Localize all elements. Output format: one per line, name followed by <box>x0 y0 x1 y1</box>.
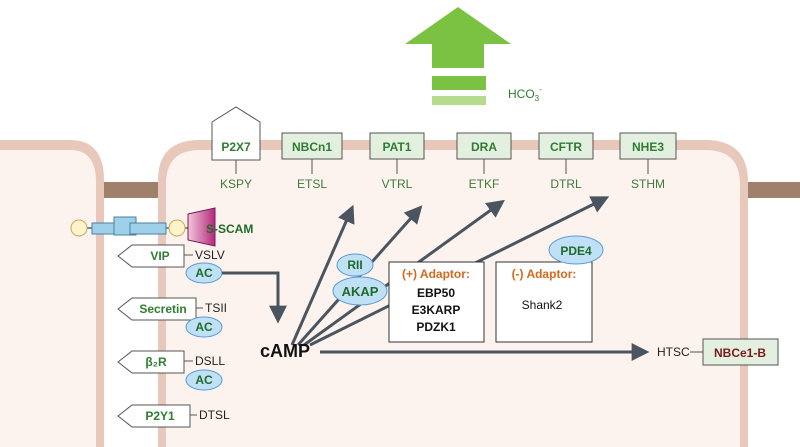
receptor-name: VIP <box>150 249 169 263</box>
receptor-name: Secretin <box>139 302 186 316</box>
nbce1-label: NBCe1-B <box>714 346 766 360</box>
ac-label: AC <box>195 266 213 280</box>
negative-adaptor-box: (-) Adaptor: Shank2 <box>495 261 593 343</box>
adaptor-item: Shank2 <box>522 298 563 312</box>
receptor-motif: DTSL <box>199 408 230 422</box>
transporter-motif: DTRL <box>550 177 582 191</box>
nbce1-motif: HTSC <box>657 345 690 359</box>
transporter-p2x7: P2X7 KSPY <box>211 106 261 191</box>
nbce1-box <box>702 338 779 366</box>
receptor-secretin: Secretin TSII AC <box>117 297 227 338</box>
transporter-name: DRA <box>471 140 497 154</box>
secretion-bar-2 <box>432 96 486 105</box>
transporter-motif: VTRL <box>382 177 413 191</box>
ac-to-camp-arrow <box>222 271 287 324</box>
adaptor-item: EBP50 <box>417 286 455 300</box>
adaptor-item: PDZK1 <box>416 320 456 334</box>
motif-ticks <box>235 159 649 174</box>
transporter-motif: KSPY <box>220 177 252 191</box>
s-scam-label: S-SCAM <box>206 222 253 236</box>
positive-adaptor-title: (+) Adaptor: <box>402 267 470 281</box>
pde4-ellipse <box>548 235 604 265</box>
receptor-motif: DSLL <box>195 354 225 368</box>
rii-ellipse <box>336 253 374 277</box>
junction-circle-left <box>70 219 88 237</box>
transporter-name: PAT1 <box>383 140 412 154</box>
negative-adaptor-title: (-) Adaptor: <box>512 267 577 281</box>
transporter-motif: STHM <box>631 177 665 191</box>
junction-block-3 <box>129 222 167 235</box>
tight-junction-band-left <box>95 182 175 198</box>
transporter-cftr: CFTR DTRL <box>538 132 594 191</box>
transporter-name: NBCn1 <box>292 140 332 154</box>
transporter-motif: ETKF <box>469 177 500 191</box>
ac-ellipse <box>185 316 223 338</box>
receptor-motif: VSLV <box>195 248 225 262</box>
akap-label: AKAP <box>342 284 379 299</box>
tight-junction-band-right <box>740 182 800 198</box>
secretion-bar-1 <box>432 76 486 90</box>
transporter-dra: DRA ETKF <box>456 132 512 191</box>
adaptor-item: E3KARP <box>412 303 461 317</box>
transporter-nhe3: NHE3 STHM <box>619 132 677 191</box>
camp-arrow-pat1 <box>296 205 423 346</box>
akap-ellipse <box>332 276 388 306</box>
receptor-beta2: β₂R DSLL AC <box>117 350 225 391</box>
camp-label: cAMP <box>260 341 310 361</box>
secretion-arrow-icon <box>405 7 511 68</box>
transporter-name: NHE3 <box>632 140 664 154</box>
s-scam-shape <box>187 207 216 247</box>
p2x7-pentagon <box>211 106 261 161</box>
junction-complex: S-SCAM <box>70 207 253 247</box>
ac-label: AC <box>195 320 213 334</box>
transporter-name: CFTR <box>550 140 582 154</box>
receptor-vip: VIP VSLV AC <box>117 244 225 284</box>
transporter-motif: ETSL <box>297 177 327 191</box>
junction-circle-right <box>168 219 186 237</box>
transporter-name: P2X7 <box>221 140 251 154</box>
receptor-motif: TSII <box>205 301 227 315</box>
receptor-name: P2Y1 <box>145 409 175 423</box>
pde4-label: PDE4 <box>560 244 592 258</box>
bicarbonate-label: HCO3- <box>508 85 542 103</box>
transporter-nbcn1: NBCn1 ETSL <box>281 132 343 191</box>
rii-label: RII <box>347 258 362 272</box>
ac-label: AC <box>195 373 213 387</box>
ac-ellipse <box>185 369 223 391</box>
left-cell-cytoplasm <box>0 150 96 447</box>
camp-arrow-nbcn1 <box>290 204 355 346</box>
positive-adaptor-box: (+) Adaptor: EBP50 E3KARP PDZK1 <box>388 261 485 343</box>
receptor-name: β₂R <box>145 355 167 369</box>
receptor-p2y1: P2Y1 DTSL <box>117 404 230 428</box>
